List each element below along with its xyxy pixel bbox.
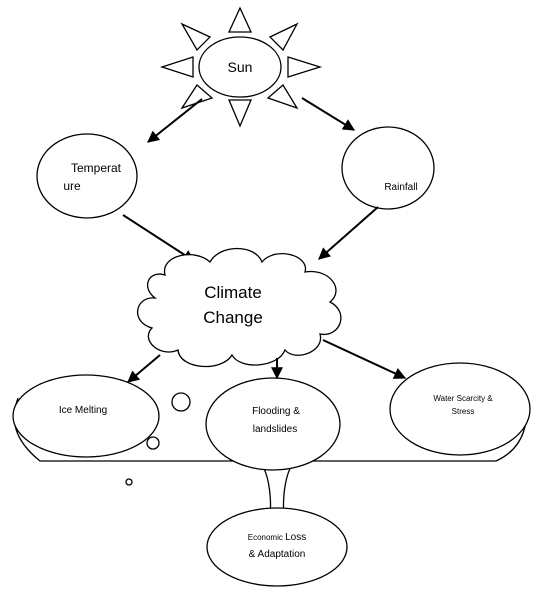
- sun-ray-top-left: [180, 22, 212, 52]
- arrow-climate-change-to-ice-melting: [127, 354, 161, 383]
- rainfall-node: [341, 126, 435, 210]
- arrow-temperature-to-climate-change: [122, 214, 196, 262]
- arrow-rainfall-to-climate-change: [318, 206, 379, 260]
- bubble-small: [125, 478, 133, 486]
- economic-loss-node: [206, 507, 348, 587]
- climate-change-label-line1: Climate: [204, 283, 262, 302]
- economic-label-word: Economic: [248, 533, 285, 542]
- loss-label-word: Loss: [285, 532, 306, 543]
- rainfall-label: Rainfall: [384, 182, 417, 193]
- sun-ray-top: [227, 6, 253, 33]
- bubble-medium: [146, 436, 160, 450]
- sun-node: [198, 36, 282, 98]
- economic-loss-label-line2: & Adaptation: [249, 549, 306, 560]
- arrow-climate-change-to-water-scarcity: [322, 339, 407, 379]
- sun-ray-bottom-left: [180, 84, 214, 110]
- ice-melting-label: Ice Melting: [59, 405, 107, 416]
- arrow-sun-to-rainfall: [301, 97, 356, 131]
- temperature-label-line2: ure: [63, 179, 81, 193]
- arrow-sun-to-temperature: [147, 98, 203, 143]
- ice-melting-node: [12, 374, 160, 458]
- sun-ray-bottom: [228, 99, 252, 128]
- climate-change-cloud: [136, 248, 342, 368]
- bubble-large: [171, 392, 191, 412]
- flooding-label-line1: Flooding &: [252, 406, 300, 417]
- climate-change-label-line2: Change: [203, 308, 263, 327]
- temperature-label-line1: Temperat: [71, 161, 122, 175]
- water-scarcity-node: [389, 362, 531, 456]
- sun-ray-right: [287, 56, 323, 78]
- sun-ray-top-right: [268, 22, 299, 52]
- water-scarcity-label-line1: Water Scarcity &: [433, 394, 493, 403]
- sun-ray-bottom-right: [266, 84, 299, 110]
- flooding-label-line2: landslides: [253, 424, 297, 435]
- sun-ray-left: [159, 56, 194, 78]
- sun-label: Sun: [228, 59, 253, 75]
- economic-loss-label-line1: Economic Loss: [248, 532, 306, 543]
- temperature-node: [36, 133, 138, 219]
- flooding-node: [205, 377, 341, 471]
- water-scarcity-label-line2: Stress: [452, 407, 475, 416]
